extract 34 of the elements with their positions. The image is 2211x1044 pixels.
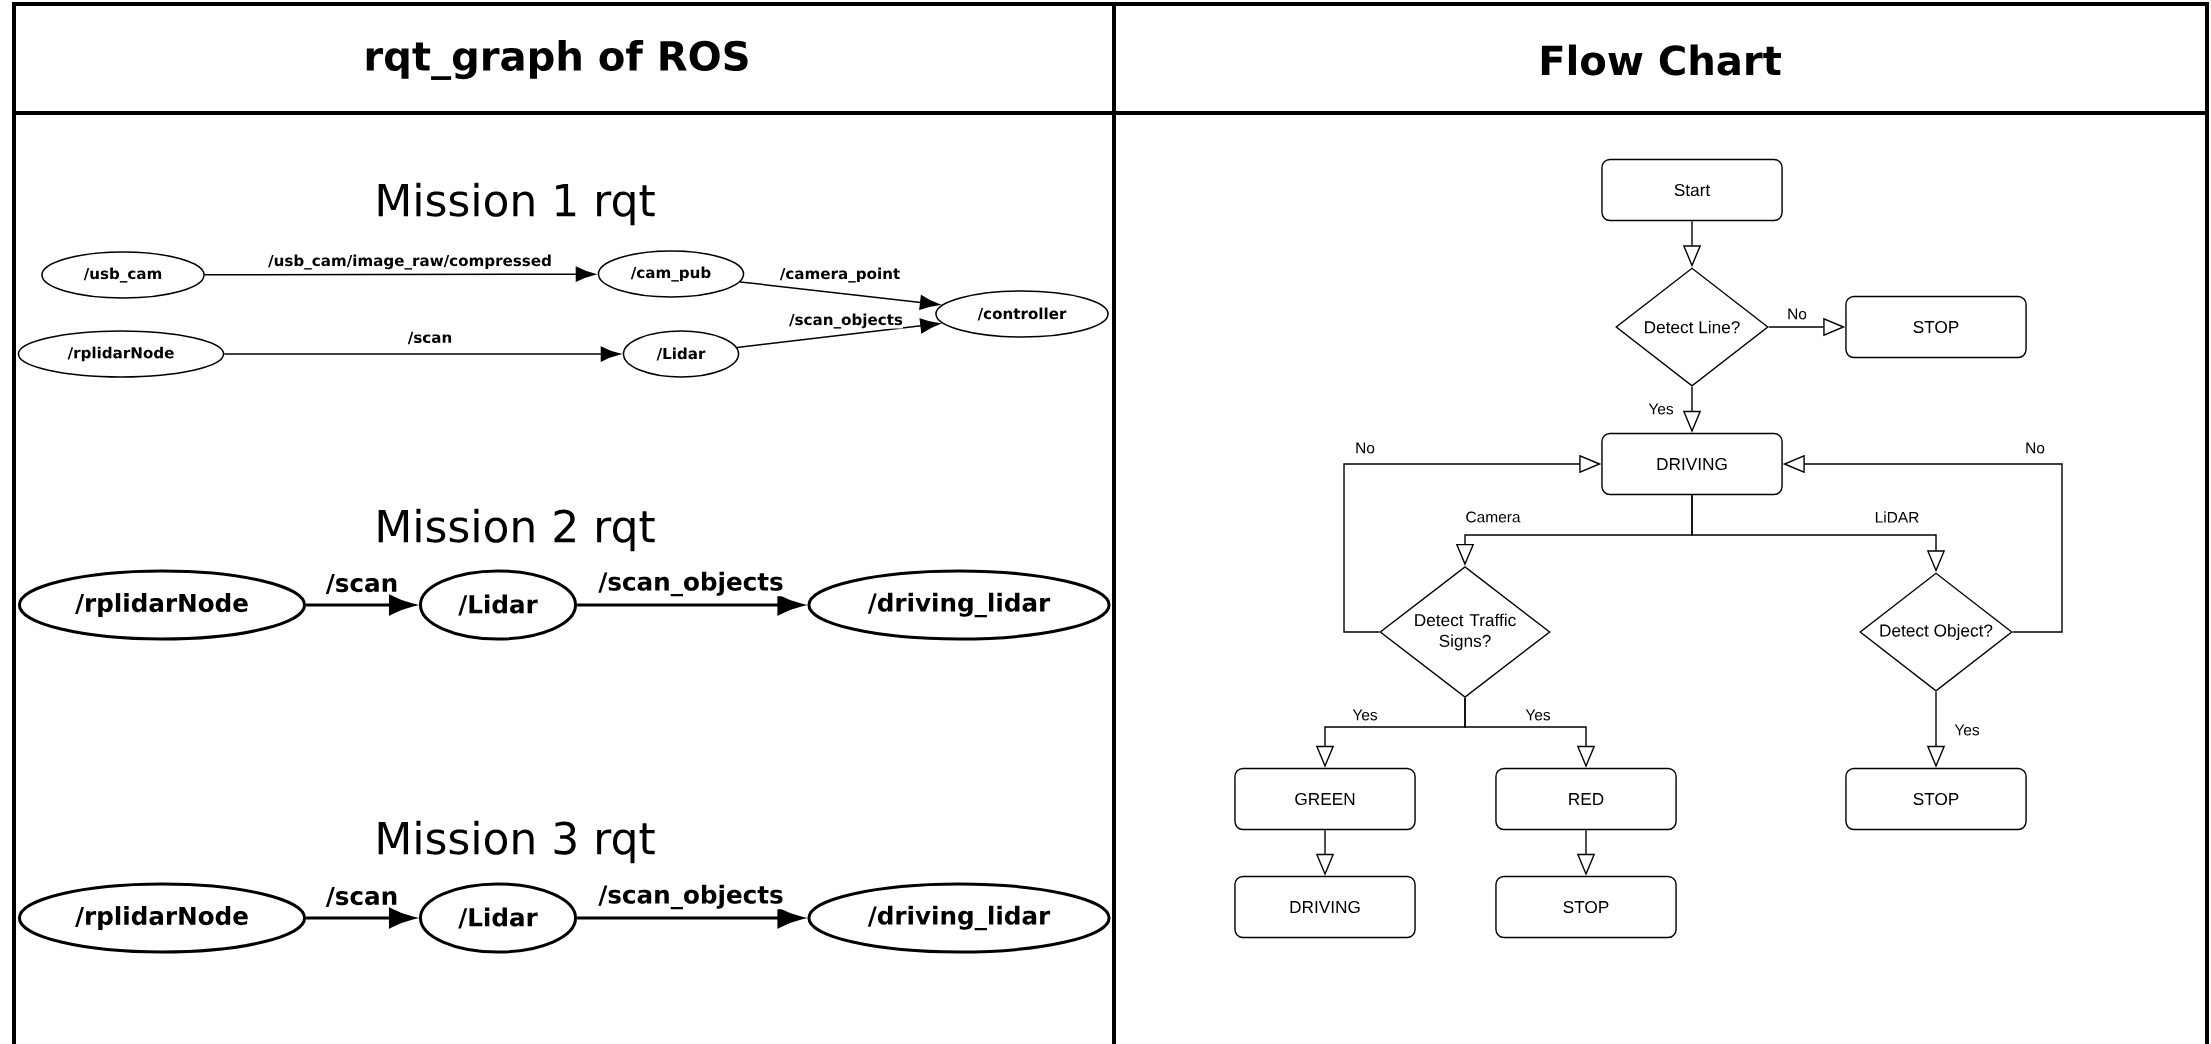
edge-label: /scan_objects xyxy=(598,884,784,910)
edge-label: No xyxy=(2025,442,2045,454)
process-box: STOP xyxy=(1845,767,2027,831)
edge-label: /usb_cam/image_raw/compressed xyxy=(268,254,552,270)
edge-label: Yes xyxy=(1648,403,1674,415)
section-title: Mission 3 rqt xyxy=(378,820,655,864)
edge-label: LiDAR xyxy=(1874,511,1920,523)
section-title: Mission 2 rqt xyxy=(378,508,655,552)
column-header: rqt_graph of ROS xyxy=(366,40,748,80)
arrow xyxy=(736,318,940,349)
edge-label: Yes xyxy=(1352,709,1378,721)
process-box: STOP xyxy=(1495,875,1677,939)
process-box: RED xyxy=(1495,767,1677,831)
edge-label: /scan_objects xyxy=(789,313,903,329)
arrow xyxy=(739,281,940,310)
edge-label: /scan xyxy=(407,331,453,345)
edge-label: /camera_point xyxy=(779,267,901,283)
edge-label: No xyxy=(1787,308,1807,320)
process-box: Start xyxy=(1601,158,1783,222)
process-box: STOP xyxy=(1845,295,2027,359)
edge-label: Yes xyxy=(1954,724,1980,736)
column-header: Flow Chart xyxy=(1541,44,1781,76)
edge-label: Yes xyxy=(1525,709,1551,721)
edge-label: /scan xyxy=(325,886,399,908)
section-title: Mission 1 rqt xyxy=(378,182,655,226)
process-box: GREEN xyxy=(1234,767,1416,831)
edge-label: Camera xyxy=(1465,511,1521,523)
process-box: DRIVING xyxy=(1234,875,1416,939)
process-box: DRIVING xyxy=(1601,432,1783,496)
edge-label: /scan xyxy=(325,573,399,595)
edge-label: No xyxy=(1355,442,1375,454)
arrow xyxy=(223,346,621,362)
edge-label: /scan_objects xyxy=(598,571,784,597)
arrow xyxy=(204,266,596,282)
